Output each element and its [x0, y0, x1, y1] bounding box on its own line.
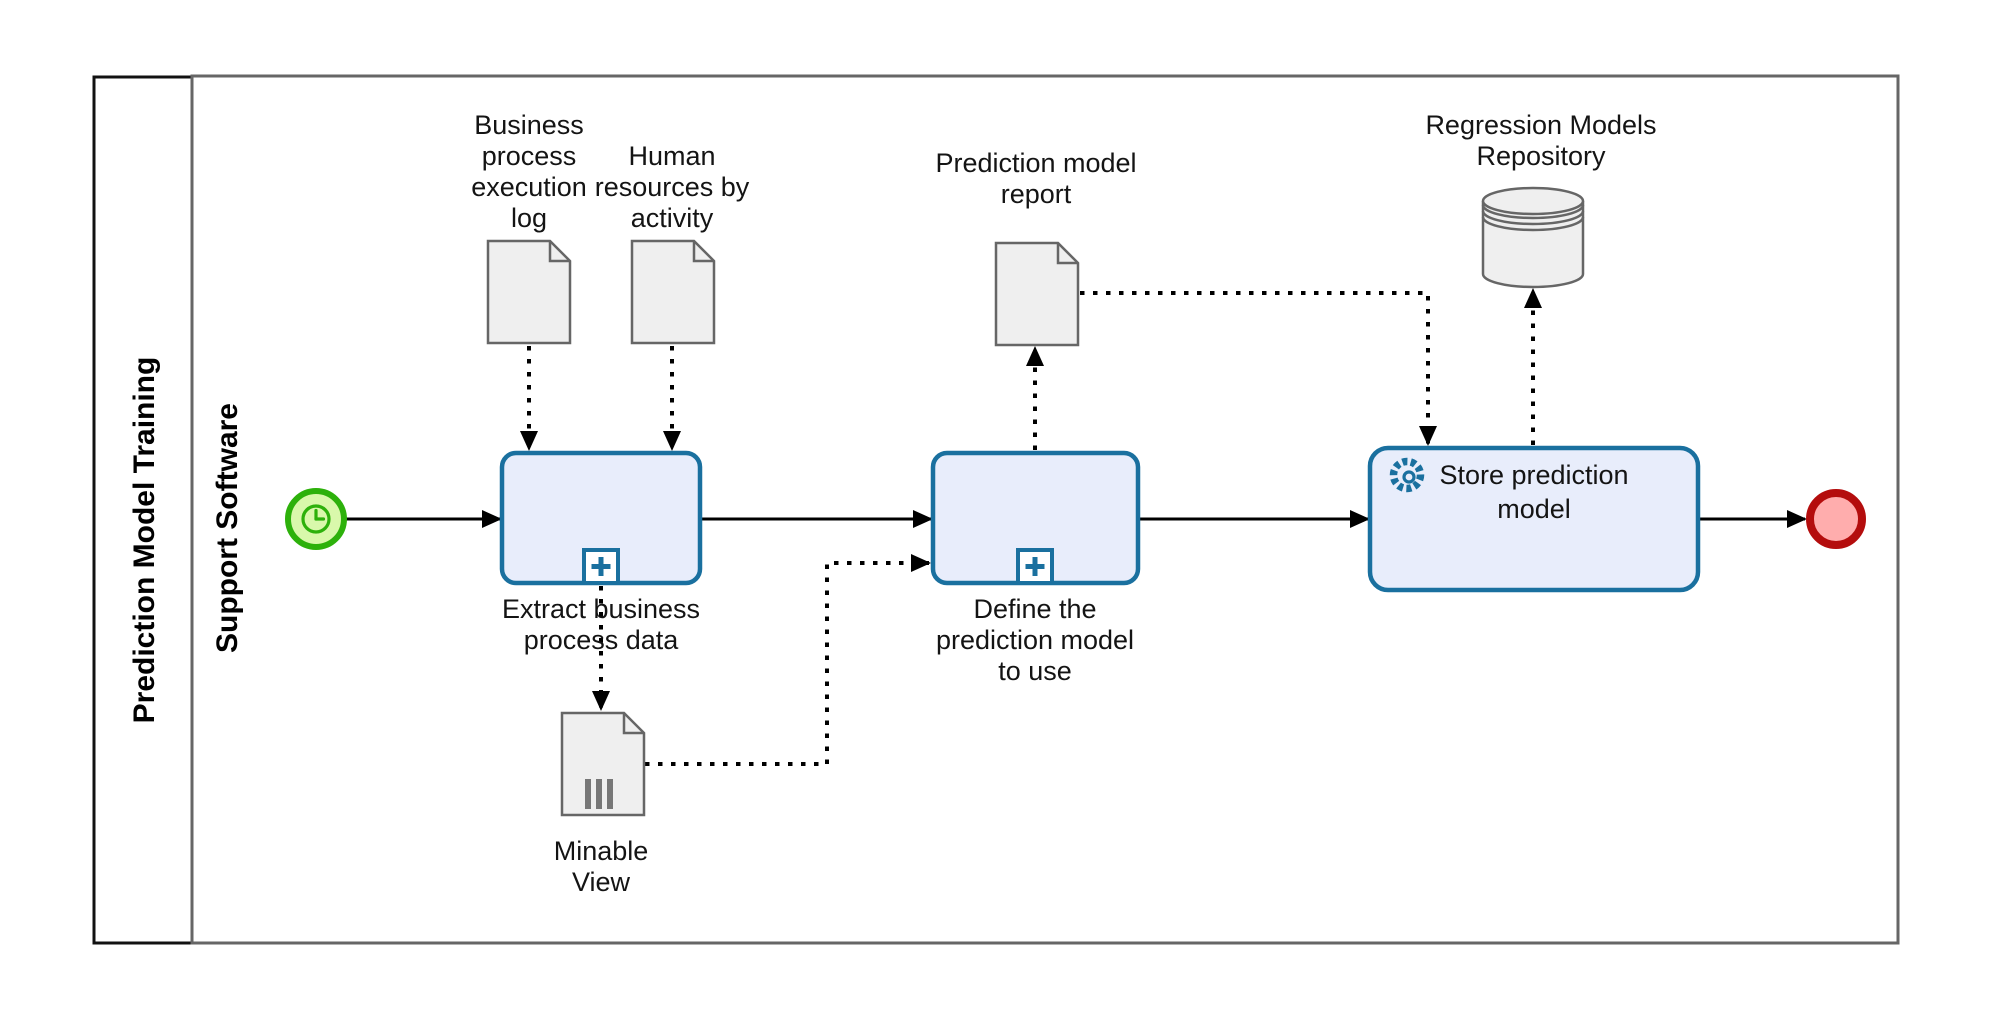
gear-icon: [1389, 457, 1425, 493]
data-object-prediction-model-report[interactable]: [994, 241, 1080, 347]
end-event[interactable]: [1806, 489, 1866, 549]
data-object-minable-view[interactable]: [560, 711, 646, 817]
subprocess-plus-icon: [582, 548, 620, 585]
task-store-prediction-model[interactable]: [1367, 445, 1701, 593]
subprocess-plus-icon: [1016, 548, 1054, 585]
data-object-bp-execution-log[interactable]: [486, 239, 572, 345]
timer-start-event[interactable]: [285, 488, 347, 550]
clock-icon: [301, 504, 331, 534]
data-object-hr-by-activity[interactable]: [630, 239, 716, 345]
lane-label: Support Software: [211, 403, 244, 654]
task-extract-business-process-data[interactable]: [499, 450, 703, 586]
association-report-to-store[interactable]: [1080, 291, 1437, 446]
task-define-prediction-model[interactable]: [930, 450, 1141, 586]
pool-label: Prediction Model Training: [128, 356, 161, 724]
collection-bars-icon: [585, 779, 613, 809]
lane-support-software[interactable]: [190, 74, 1900, 945]
data-store-regression-models-repository[interactable]: [1481, 186, 1585, 289]
association-minable-view-to-define[interactable]: [645, 554, 931, 766]
pool-prediction-model-training[interactable]: [92, 75, 194, 945]
